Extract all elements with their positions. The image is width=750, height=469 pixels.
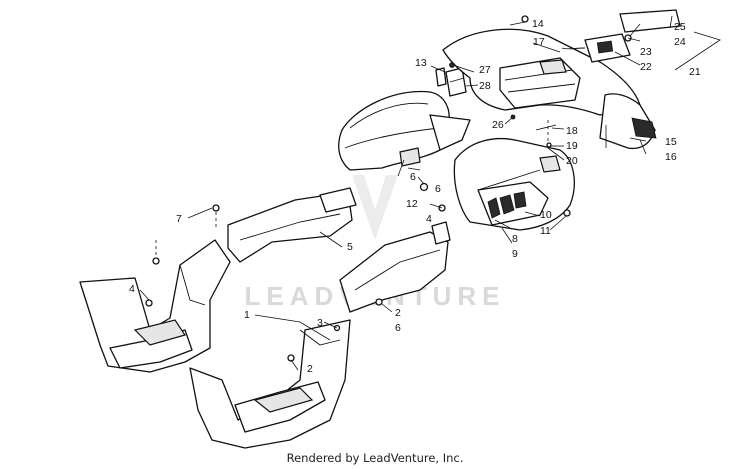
callout-25: 25	[674, 21, 686, 33]
screw-icon	[152, 257, 160, 265]
screw-icon	[563, 209, 571, 217]
callout-16: 16	[665, 151, 677, 163]
callout-17: 17	[533, 36, 545, 48]
callout-4: 4	[426, 213, 432, 225]
callout-10: 10	[540, 209, 552, 221]
footwell-bracket-right	[339, 221, 451, 313]
footwell-right	[189, 319, 351, 449]
nut-icon	[449, 62, 455, 68]
leader-lines	[139, 15, 721, 371]
screw-icon	[375, 298, 383, 306]
rear-fender	[442, 28, 657, 150]
callout-9: 9	[512, 248, 518, 260]
callout-26: 26	[492, 119, 504, 131]
callout-12: 12	[406, 198, 418, 210]
render-credit: Rendered by LeadVenture, Inc.	[286, 451, 464, 465]
tail-light-assembly	[561, 9, 681, 63]
callout-8: 8	[512, 233, 518, 245]
callout-4: 4	[129, 283, 135, 295]
callout-14: 14	[532, 18, 544, 30]
pin-icon	[535, 124, 557, 131]
callout-20: 20	[566, 155, 578, 167]
callout-6: 6	[435, 183, 441, 195]
callout-2: 2	[395, 307, 401, 319]
callout-15: 15	[665, 136, 677, 148]
screw-icon	[521, 15, 529, 23]
clip-icon	[419, 182, 429, 192]
callout-5: 5	[347, 241, 353, 253]
watermark-logo-icon	[352, 175, 398, 240]
fasteners	[145, 15, 571, 362]
front-fender	[338, 90, 471, 171]
callout-23: 23	[640, 46, 652, 58]
side-panel-right	[453, 137, 575, 231]
footwell-bracket-left	[227, 187, 357, 263]
callout-6: 6	[395, 322, 401, 334]
callout-2: 2	[307, 363, 313, 375]
callout-18: 18	[566, 125, 578, 137]
callout-11: 11	[540, 225, 551, 237]
front-bracket	[435, 67, 467, 97]
screw-icon	[145, 299, 153, 307]
callout-6: 6	[410, 171, 416, 183]
screw-icon	[287, 354, 295, 362]
callout-19: 19	[566, 140, 578, 152]
footwell-left	[79, 239, 231, 373]
callout-28: 28	[479, 80, 491, 92]
callout-22: 22	[640, 61, 652, 73]
callout-24: 24	[674, 36, 686, 48]
callout-labels: 1 2 2 3 4 4 5 6 6 6 7 8 9 10 11 12 13 14…	[129, 18, 701, 375]
callout-3: 3	[317, 317, 323, 329]
callout-1: 1	[244, 309, 250, 321]
callout-21: 21	[689, 66, 701, 78]
callout-27: 27	[479, 64, 491, 76]
screw-icon	[212, 204, 220, 212]
callout-7: 7	[176, 213, 182, 225]
callout-13: 13	[415, 57, 427, 69]
